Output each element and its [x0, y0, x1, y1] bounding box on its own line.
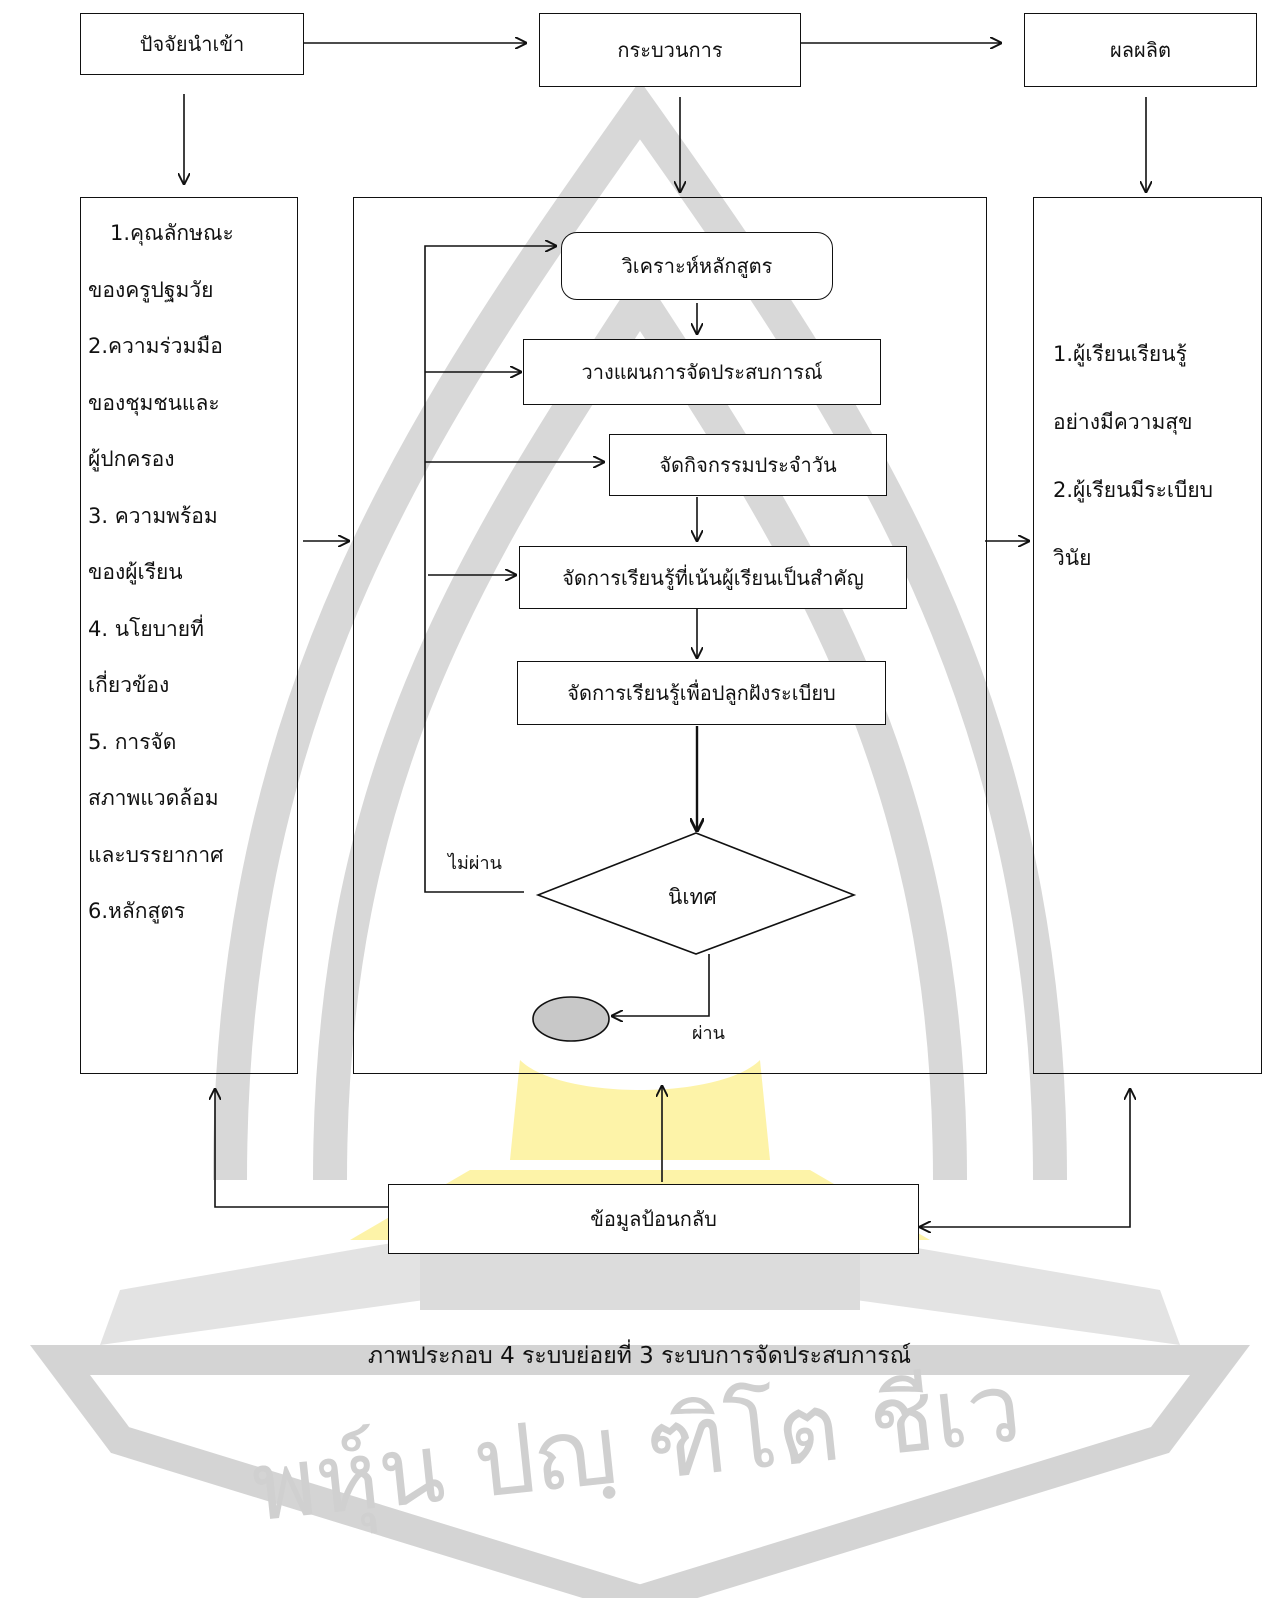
feedback-label: ข้อมูลป้อนกลับ	[590, 1207, 717, 1231]
pass-label: ผ่าน	[692, 1023, 725, 1044]
list-item: 5. การจัด	[88, 729, 177, 754]
list-item: 1.คุณลักษณะ	[110, 221, 234, 245]
step-plan-label: วางแผนการจัดประสบการณ์	[581, 360, 823, 384]
list-item: 6.หลักสูตร	[88, 899, 186, 923]
list-item: ผู้ปกครอง	[88, 447, 175, 471]
list-item: 3. ความพร้อม	[88, 503, 218, 528]
pass-line	[611, 954, 710, 1016]
list-item: 4. นโยบายที่	[88, 616, 204, 641]
outputs-list: 1.ผู้เรียนเรียนรู้ อย่างมีความสุข 2.ผู้เ…	[1053, 320, 1213, 592]
step-learner-centered-label: จัดการเรียนรู้ที่เน้นผู้เรียนเป็นสำคัญ	[562, 565, 864, 590]
supervision-label: นิเทศ	[668, 885, 717, 909]
step-daily-label: จัดกิจกรรมประจำวัน	[659, 453, 837, 477]
process-header-label: กระบวนการ	[617, 38, 723, 62]
fail-label: ไม่ผ่าน	[448, 853, 502, 874]
inputs-header-label: ปัจจัยนำเข้า	[139, 32, 245, 56]
list-item: วินัย	[1053, 546, 1092, 570]
fail-loop-line	[424, 246, 557, 893]
step-analyze-label: วิเคราะห์หลักสูตร	[621, 254, 773, 278]
step-learner-centered: จัดการเรียนรู้ที่เน้นผู้เรียนเป็นสำคัญ	[519, 546, 907, 609]
process-header-box: กระบวนการ	[539, 13, 801, 87]
list-item: และบรรยากาศ	[88, 842, 224, 867]
figure-caption: ภาพประกอบ 4 ระบบย่อยที่ 3 ระบบการจัดประส…	[367, 1343, 912, 1369]
outputs-box	[1033, 197, 1262, 1074]
inputs-list: 1.คุณลักษณะ ของครูปฐมวัย 2.ความร่วมมือ ข…	[88, 205, 234, 940]
list-item: 2.ผู้เรียนมีระเบียบ	[1053, 478, 1214, 502]
list-item: 2.ความร่วมมือ	[88, 334, 223, 358]
outputs-header-label: ผลผลิต	[1110, 38, 1171, 62]
list-item: เกี่ยวข้อง	[88, 673, 170, 697]
end-terminal	[532, 996, 610, 1042]
inputs-header-box: ปัจจัยนำเข้า	[80, 13, 304, 75]
list-item: ของครูปฐมวัย	[88, 277, 214, 302]
outputs-header-box: ผลผลิต	[1024, 13, 1257, 87]
list-item: 1.ผู้เรียนเรียนรู้	[1053, 342, 1187, 366]
process-box	[353, 197, 987, 1074]
step-analyze: วิเคราะห์หลักสูตร	[561, 232, 833, 300]
list-item: ของชุมชนและ	[88, 390, 220, 415]
step-discipline: จัดการเรียนรู้เพื่อปลูกฝังระเบียบ	[517, 661, 886, 725]
supervision-diamond	[535, 832, 857, 955]
step-plan: วางแผนการจัดประสบการณ์	[523, 339, 881, 405]
list-item: ของผู้เรียน	[88, 560, 183, 584]
feedback-from-outputs	[919, 1088, 1130, 1227]
step-daily: จัดกิจกรรมประจำวัน	[609, 434, 887, 496]
step-discipline-label: จัดการเรียนรู้เพื่อปลูกฝังระเบียบ	[567, 681, 836, 705]
list-item: สภาพแวดล้อม	[88, 786, 219, 810]
feedback-box: ข้อมูลป้อนกลับ	[388, 1184, 919, 1254]
list-item: อย่างมีความสุข	[1053, 410, 1193, 434]
feedback-to-inputs	[215, 1088, 388, 1208]
inputs-box	[80, 197, 298, 1074]
